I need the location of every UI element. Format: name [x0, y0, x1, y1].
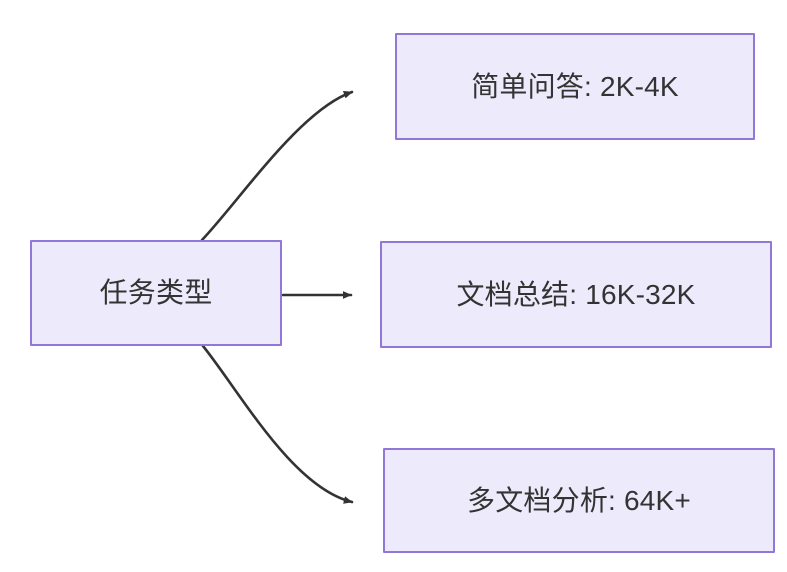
node-label: 文档总结: 16K-32K	[456, 278, 696, 310]
edge-source-multi-doc	[201, 344, 354, 504]
node-doc-summary[interactable]: 文档总结: 16K-32K	[380, 241, 772, 348]
node-task-type[interactable]: 任务类型	[30, 240, 282, 346]
edge-source-simple-qa	[200, 90, 354, 242]
node-simple-qa[interactable]: 简单问答: 2K-4K	[395, 33, 755, 140]
node-label: 简单问答: 2K-4K	[471, 70, 679, 102]
node-label: 任务类型	[99, 277, 213, 309]
node-label: 多文档分析: 64K+	[467, 484, 691, 516]
node-multi-doc[interactable]: 多文档分析: 64K+	[383, 448, 775, 553]
